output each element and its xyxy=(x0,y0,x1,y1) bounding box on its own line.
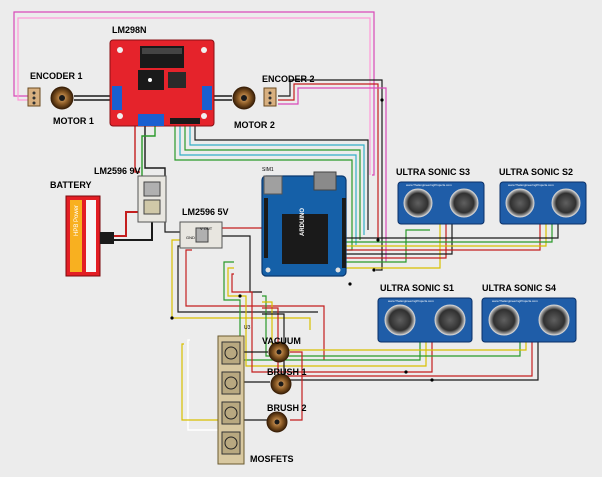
wire-us3-c xyxy=(346,224,447,259)
u3-text: U3 xyxy=(244,325,251,331)
lm2596-5v-label: LM2596 5V xyxy=(182,207,229,217)
wire-power-green xyxy=(141,126,156,176)
lm298n-driver xyxy=(109,39,215,127)
motor2-label: MOTOR 2 xyxy=(234,120,275,130)
wires xyxy=(13,11,559,431)
wire-us2-d xyxy=(346,224,559,239)
wire-encoder2-a xyxy=(278,79,383,271)
wire-sig-3 xyxy=(184,126,361,240)
encoder1-label: ENCODER 1 xyxy=(30,71,83,81)
encoder1 xyxy=(27,87,41,107)
wire-batt-neg xyxy=(100,222,153,241)
wire-reg9-to-reg5 xyxy=(164,222,180,233)
wire-mosfet-yellow xyxy=(181,343,218,421)
mosfet-2 xyxy=(221,371,241,395)
battery-brand-text: HPB Power xyxy=(74,204,80,236)
sensor-s1-brand: www.TheEngineeringProjects.com xyxy=(388,299,434,303)
wire-us3-b xyxy=(346,224,441,269)
brush2-motor xyxy=(266,411,288,433)
wire-sig-4 xyxy=(189,126,365,235)
lm2596-9v-label: LM2596 9V xyxy=(94,166,141,176)
wire-sig-5 xyxy=(194,126,369,230)
wire-us3-d xyxy=(346,224,453,255)
motor2 xyxy=(232,86,256,110)
wire-encoder1-a xyxy=(13,11,375,176)
wire-reg5-gnd xyxy=(222,235,262,293)
lm298n-label: LM298N xyxy=(112,25,147,35)
vacuum-label: VACUUM xyxy=(262,336,301,346)
sensor-s2-brand: www.TheEngineeringProjects.com xyxy=(508,183,554,187)
mosfet-3 xyxy=(221,401,241,425)
gnd-text: GND xyxy=(186,235,195,240)
sim1-text: SIM1 xyxy=(262,167,274,173)
brush1-motor xyxy=(270,373,292,395)
motor1-label: MOTOR 1 xyxy=(53,116,94,126)
wire-us2-b xyxy=(346,224,547,247)
mosfets-label: MOSFETS xyxy=(250,454,294,464)
sensor-s3-brand: www.TheEngineeringProjects.com xyxy=(406,183,452,187)
ultrasonic-s1-label: ULTRA SONIC S1 xyxy=(380,283,455,293)
wire-us1-b xyxy=(227,267,427,367)
wire-us2-c xyxy=(346,224,553,243)
ultrasonic-s4-label: ULTRA SONIC S4 xyxy=(482,283,557,293)
ultrasonic-s1 xyxy=(377,297,473,343)
wire-us4-a xyxy=(262,295,521,357)
mosfet-block xyxy=(217,335,245,465)
motor1 xyxy=(50,86,74,110)
wire-sig-2 xyxy=(179,126,357,245)
wire-us1-c xyxy=(231,273,433,373)
ultrasonic-s3 xyxy=(397,181,485,225)
wire-motors-red xyxy=(290,351,303,421)
wire-us2-a xyxy=(346,224,541,251)
wire-to-mosfet-red xyxy=(185,249,325,360)
sensor-s4-brand: www.TheEngineeringProjects.com xyxy=(492,299,538,303)
wire-encoder2-c xyxy=(278,87,387,262)
ultrasonic-s2 xyxy=(499,181,587,225)
wire-encoder1-b xyxy=(17,17,371,175)
vacuum-motor xyxy=(268,341,290,363)
arduino-brand-text: ARDUINO xyxy=(300,208,306,236)
mosfet-1 xyxy=(221,341,241,365)
brush1-label: BRUSH 1 xyxy=(267,367,307,377)
battery xyxy=(65,195,114,277)
wire-mosfet-white xyxy=(187,339,218,431)
wire-encoder2-b xyxy=(278,83,379,240)
ultrasonic-s2-label: ULTRA SONIC S2 xyxy=(499,167,574,177)
lm2596-5v-module xyxy=(179,221,223,249)
wire-power-red xyxy=(134,126,140,173)
encoder2 xyxy=(263,87,277,107)
brush2-label: BRUSH 2 xyxy=(267,403,307,413)
ultrasonic-s3-label: ULTRA SONIC S3 xyxy=(396,167,471,177)
junction-dots xyxy=(170,98,434,382)
arduino-uno xyxy=(261,171,347,277)
mosfet-4 xyxy=(221,431,241,455)
ultrasonic-s4 xyxy=(481,297,577,343)
lm2596-9v-module xyxy=(137,175,167,223)
wire-us1-a xyxy=(223,261,421,361)
battery-label: BATTERY xyxy=(50,180,92,190)
v-out-text: V OUT xyxy=(200,226,213,231)
encoder2-label: ENCODER 2 xyxy=(262,74,315,84)
